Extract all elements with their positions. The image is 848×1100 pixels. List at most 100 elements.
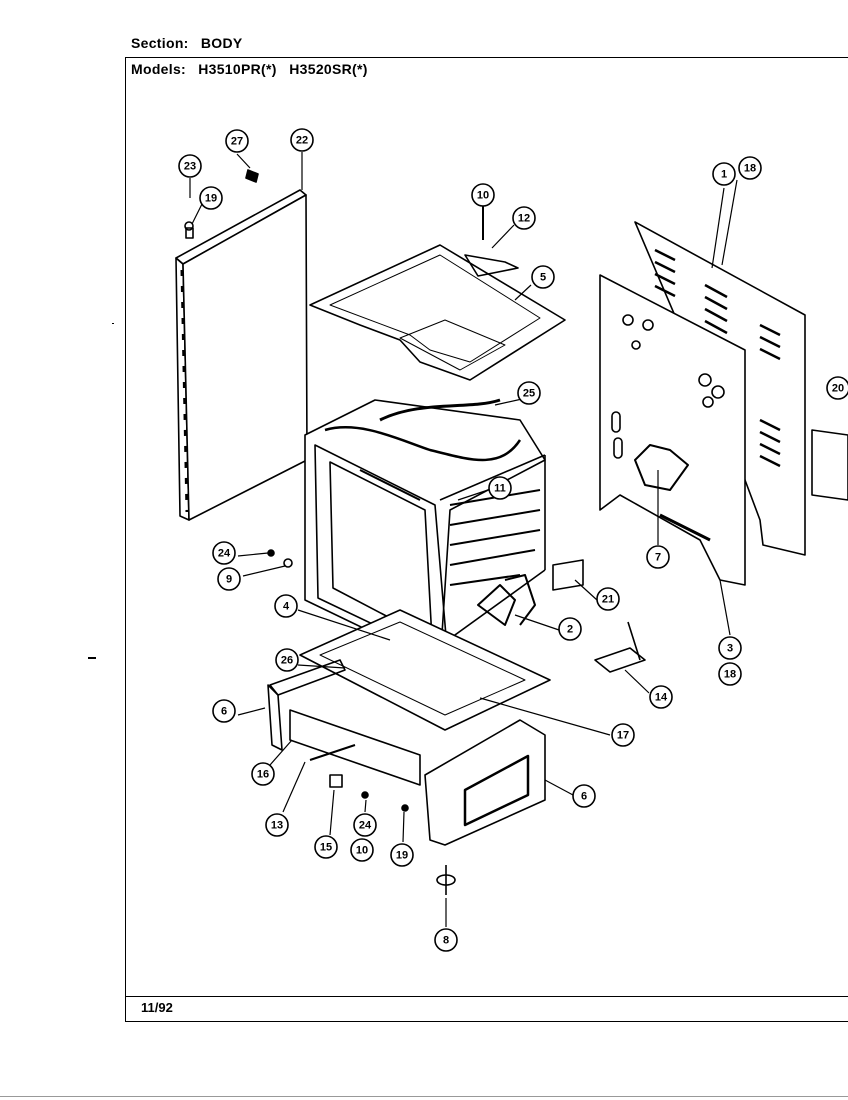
callout-circle — [274, 594, 298, 618]
callout-6: 6 — [212, 699, 236, 723]
callout-label: 16 — [257, 769, 269, 781]
callout-circle — [434, 928, 458, 952]
callout-1: 1 — [712, 162, 736, 186]
callout-15: 15 — [314, 835, 338, 859]
callout-label: 3 — [727, 643, 733, 655]
callout-7: 7 — [646, 545, 670, 569]
callout-circle — [265, 813, 289, 837]
callout-label: 10 — [477, 190, 489, 202]
callout-circle — [512, 206, 536, 230]
callout-18: 18 — [718, 662, 742, 686]
callout-label: 23 — [184, 161, 196, 173]
callout-label: 11 — [494, 483, 506, 495]
section-label: Section: — [131, 35, 189, 51]
callout-circle — [826, 376, 848, 400]
callout-circle — [488, 476, 512, 500]
callout-12: 12 — [512, 206, 536, 230]
callout-24: 24 — [353, 813, 377, 837]
leader-lines — [189, 152, 738, 927]
base-frame-drawing — [267, 659, 546, 846]
callout-circle — [738, 156, 762, 180]
callout-label: 20 — [832, 383, 844, 395]
callout-label: 4 — [283, 601, 290, 613]
callout-13: 13 — [265, 813, 289, 837]
callout-label: 24 — [359, 820, 372, 832]
callout-label: 22 — [296, 135, 308, 147]
scan-edge — [0, 1096, 848, 1097]
callout-circle — [225, 129, 249, 153]
callout-label: 2 — [567, 624, 573, 636]
callout-18: 18 — [738, 156, 762, 180]
callout-circle — [572, 784, 596, 808]
callout-label: 5 — [540, 272, 546, 284]
top-panel-drawing — [309, 205, 566, 381]
callout-26: 26 — [275, 648, 299, 672]
callout-circle — [353, 813, 377, 837]
callout-19: 19 — [390, 843, 414, 867]
callout-circle — [350, 838, 374, 862]
section-value: BODY — [200, 35, 243, 51]
callout-circle — [212, 699, 236, 723]
callout-label: 7 — [655, 552, 661, 564]
callout-label: 1 — [721, 169, 727, 181]
callout-8: 8 — [434, 928, 458, 952]
callout-20: 20 — [826, 376, 848, 400]
callout-label: 19 — [205, 193, 217, 205]
callout-5: 5 — [531, 265, 555, 289]
callout-23: 23 — [178, 154, 202, 178]
callout-label: 27 — [231, 136, 243, 148]
callout-27: 27 — [225, 129, 249, 153]
callout-label: 6 — [221, 706, 227, 718]
callout-label: 17 — [617, 730, 629, 742]
callout-circle — [471, 183, 495, 207]
callout-label: 13 — [271, 820, 283, 832]
callout-circle — [712, 162, 736, 186]
side-panel-drawing — [175, 189, 308, 521]
callout-16: 16 — [251, 762, 275, 786]
callout-circle — [314, 835, 338, 859]
callout-label: 14 — [655, 692, 668, 704]
callout-3: 3 — [718, 636, 742, 660]
scan-mark — [88, 657, 96, 659]
callout-label: 12 — [518, 213, 530, 225]
callout-circle — [718, 662, 742, 686]
callout-4: 4 — [274, 594, 298, 618]
callout-label: 18 — [744, 163, 756, 175]
section-header: Section: BODY — [131, 35, 243, 51]
bottom-pan-drawing — [299, 609, 551, 731]
small-parts-drawing — [185, 169, 646, 895]
callout-circle — [611, 723, 635, 747]
footer-divider — [125, 996, 848, 997]
callout-label: 24 — [218, 548, 231, 560]
callout-label: 9 — [226, 574, 232, 586]
callout-10: 10 — [471, 183, 495, 207]
callout-label: 10 — [356, 845, 368, 857]
callout-2: 2 — [558, 617, 582, 641]
callout-circle — [517, 381, 541, 405]
callout-21: 21 — [596, 587, 620, 611]
callout-19: 19 — [199, 186, 223, 210]
callout-17: 17 — [611, 723, 635, 747]
callout-14: 14 — [649, 685, 673, 709]
rear-panels-drawing — [599, 221, 848, 586]
callout-circle — [199, 186, 223, 210]
callout-label: 25 — [523, 388, 535, 400]
callout-circle — [275, 648, 299, 672]
diagram-frame — [125, 57, 848, 1022]
callout-circle — [649, 685, 673, 709]
callout-label: 8 — [443, 935, 449, 947]
callout-label: 21 — [602, 594, 614, 606]
models-label: Models: — [131, 61, 186, 77]
callout-11: 11 — [488, 476, 512, 500]
models-header: Models: H3510PR(*) H3520SR(*) — [131, 61, 368, 77]
callout-circle — [178, 154, 202, 178]
callout-22: 22 — [290, 128, 314, 152]
models-value: H3510PR(*) H3520SR(*) — [198, 61, 368, 77]
callout-label: 19 — [396, 850, 408, 862]
callout-label: 18 — [724, 669, 736, 681]
callout-circle — [212, 541, 236, 565]
callout-25: 25 — [517, 381, 541, 405]
callout-circle — [558, 617, 582, 641]
callout-9: 9 — [217, 567, 241, 591]
